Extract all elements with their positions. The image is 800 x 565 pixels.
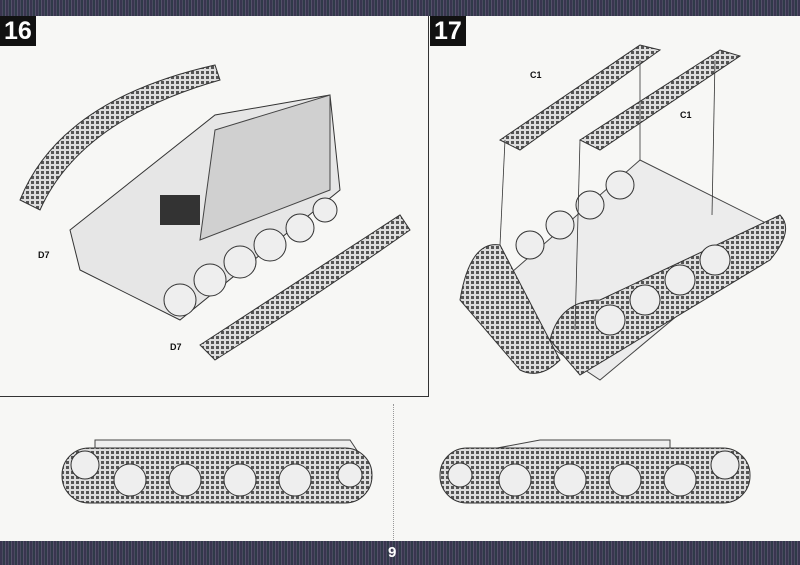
step-16-number: 16 [0,16,36,46]
part-label-d7-left: D7 [38,250,50,260]
side-view-right [439,439,751,504]
step-16-illustration [19,64,411,361]
part-label-c1-left: C1 [530,70,542,80]
side-view-left [61,439,373,504]
part-label-c1-right: C1 [680,110,692,120]
scan-bottom-band [0,541,800,565]
step-17-number: 17 [430,16,466,46]
scan-top-band [0,0,800,16]
dotted-divider [393,404,394,540]
step-17-illustration [459,44,787,381]
step-16-frame [0,16,429,397]
page-number: 9 [388,544,397,561]
part-label-d7-bottom: D7 [170,342,182,352]
